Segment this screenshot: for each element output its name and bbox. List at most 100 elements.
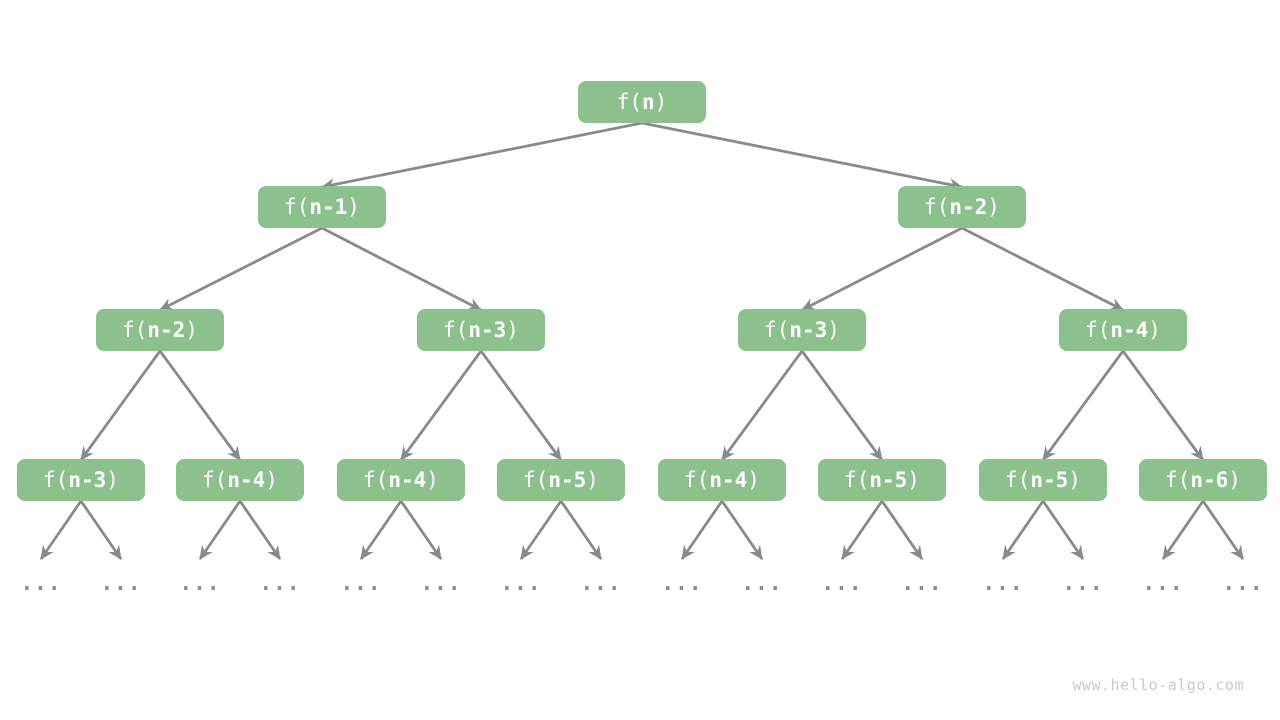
tree-leaf-ellipsis-e7: ... bbox=[500, 571, 542, 595]
node-label-prefix: f( bbox=[122, 318, 148, 342]
tree-leaf-ellipsis-e9: ... bbox=[661, 571, 703, 595]
tree-leaf-ellipsis-e1: ... bbox=[20, 571, 62, 595]
node-label-prefix: f( bbox=[43, 468, 69, 492]
node-label-suffix: ) bbox=[747, 468, 760, 492]
node-label-variable: n-5 bbox=[1030, 468, 1069, 492]
tree-edge-c5-e9 bbox=[680, 500, 724, 560]
tree-leaf-ellipsis-e14: ... bbox=[1062, 571, 1104, 595]
tree-edge-c1-e2 bbox=[79, 500, 123, 560]
tree-edge-a1-b2 bbox=[321, 226, 482, 312]
tree-node-c5: f(n-4) bbox=[658, 459, 786, 501]
tree-node-a2: f(n-2) bbox=[898, 186, 1026, 228]
tree-node-b4: f(n-4) bbox=[1059, 309, 1187, 351]
node-label-suffix: ) bbox=[265, 468, 278, 492]
node-label-prefix: f( bbox=[1085, 318, 1111, 342]
node-label-prefix: f( bbox=[924, 195, 950, 219]
node-label-variable: n bbox=[641, 90, 655, 114]
node-label-suffix: ) bbox=[907, 468, 920, 492]
tree-leaf-ellipsis-e15: ... bbox=[1142, 571, 1184, 595]
tree-edge-a2-b4 bbox=[961, 226, 1124, 312]
node-label-suffix: ) bbox=[1068, 468, 1081, 492]
node-label-variable: n-1 bbox=[309, 195, 348, 219]
node-label-suffix: ) bbox=[586, 468, 599, 492]
tree-edge-c5-e10 bbox=[720, 500, 764, 560]
node-label-suffix: ) bbox=[1148, 318, 1161, 342]
node-label-variable: n-2 bbox=[147, 318, 186, 342]
node-label-prefix: f( bbox=[443, 318, 469, 342]
tree-leaf-ellipsis-e5: ... bbox=[340, 571, 382, 595]
node-label-variable: n-5 bbox=[869, 468, 908, 492]
node-label-variable: n-4 bbox=[388, 468, 427, 492]
tree-edge-c7-e14 bbox=[1041, 500, 1085, 560]
tree-edge-c4-e8 bbox=[559, 500, 603, 560]
tree-edge-c2-e4 bbox=[238, 500, 282, 560]
node-label-variable: n-4 bbox=[227, 468, 266, 492]
node-label-variable: n-5 bbox=[548, 468, 587, 492]
watermark: www.hello-algo.com bbox=[1072, 676, 1244, 694]
node-label-prefix: f( bbox=[363, 468, 389, 492]
tree-edge-b3-c5 bbox=[720, 350, 804, 461]
tree-edge-c3-e6 bbox=[399, 500, 443, 560]
tree-edge-b1-c2 bbox=[158, 350, 242, 461]
node-label-suffix: ) bbox=[506, 318, 519, 342]
tree-edge-c8-e16 bbox=[1201, 500, 1245, 560]
tree-node-c8: f(n-6) bbox=[1139, 459, 1267, 501]
tree-leaf-ellipsis-e13: ... bbox=[982, 571, 1024, 595]
tree-edge-c4-e7 bbox=[519, 500, 563, 560]
tree-node-a1: f(n-1) bbox=[258, 186, 386, 228]
tree-leaf-ellipsis-e4: ... bbox=[259, 571, 301, 595]
tree-node-c4: f(n-5) bbox=[497, 459, 625, 501]
tree-edge-b3-c6 bbox=[800, 350, 884, 461]
tree-node-b3: f(n-3) bbox=[738, 309, 866, 351]
node-label-variable: n-4 bbox=[709, 468, 748, 492]
tree-node-c6: f(n-5) bbox=[818, 459, 946, 501]
tree-leaf-ellipsis-e11: ... bbox=[821, 571, 863, 595]
tree-leaf-ellipsis-e6: ... bbox=[420, 571, 462, 595]
tree-edge-b2-c3 bbox=[399, 350, 483, 461]
node-label-variable: n-3 bbox=[68, 468, 107, 492]
tree-leaf-ellipsis-e16: ... bbox=[1222, 571, 1264, 595]
tree-edge-r-a2 bbox=[641, 121, 963, 191]
tree-leaf-ellipsis-e2: ... bbox=[100, 571, 142, 595]
tree-node-r: f(n) bbox=[578, 81, 706, 123]
node-label-prefix: f( bbox=[202, 468, 228, 492]
node-label-prefix: f( bbox=[284, 195, 310, 219]
node-label-prefix: f( bbox=[1005, 468, 1031, 492]
node-label-variable: n-3 bbox=[468, 318, 507, 342]
node-label-suffix: ) bbox=[1228, 468, 1241, 492]
node-label-suffix: ) bbox=[347, 195, 360, 219]
tree-edge-c3-e5 bbox=[359, 500, 403, 560]
tree-edge-b4-c7 bbox=[1041, 350, 1125, 461]
node-label-suffix: ) bbox=[106, 468, 119, 492]
tree-edge-c6-e11 bbox=[840, 500, 884, 560]
node-label-variable: n-4 bbox=[1110, 318, 1149, 342]
node-label-variable: n-6 bbox=[1190, 468, 1229, 492]
tree-leaf-ellipsis-e12: ... bbox=[901, 571, 943, 595]
node-label-variable: n-2 bbox=[949, 195, 988, 219]
node-label-prefix: f( bbox=[764, 318, 790, 342]
node-label-suffix: ) bbox=[827, 318, 840, 342]
node-label-suffix: ) bbox=[987, 195, 1000, 219]
tree-edge-a2-b3 bbox=[801, 226, 963, 312]
node-label-prefix: f( bbox=[523, 468, 549, 492]
node-label-suffix: ) bbox=[426, 468, 439, 492]
tree-node-c2: f(n-4) bbox=[176, 459, 304, 501]
node-label-variable: n-3 bbox=[789, 318, 828, 342]
tree-leaf-ellipsis-e10: ... bbox=[741, 571, 783, 595]
node-label-suffix: ) bbox=[654, 90, 668, 114]
tree-node-c7: f(n-5) bbox=[979, 459, 1107, 501]
tree-node-b2: f(n-3) bbox=[417, 309, 545, 351]
tree-node-b1: f(n-2) bbox=[96, 309, 224, 351]
tree-edge-b4-c8 bbox=[1121, 350, 1205, 461]
tree-edge-b2-c4 bbox=[479, 350, 563, 461]
tree-edge-c2-e3 bbox=[198, 500, 242, 560]
node-label-prefix: f( bbox=[684, 468, 710, 492]
tree-edge-c8-e15 bbox=[1161, 500, 1205, 560]
tree-edge-a1-b1 bbox=[159, 226, 323, 312]
tree-node-c1: f(n-3) bbox=[17, 459, 145, 501]
node-label-prefix: f( bbox=[844, 468, 870, 492]
tree-edge-b1-c1 bbox=[79, 350, 162, 461]
tree-edge-c1-e1 bbox=[39, 500, 83, 560]
